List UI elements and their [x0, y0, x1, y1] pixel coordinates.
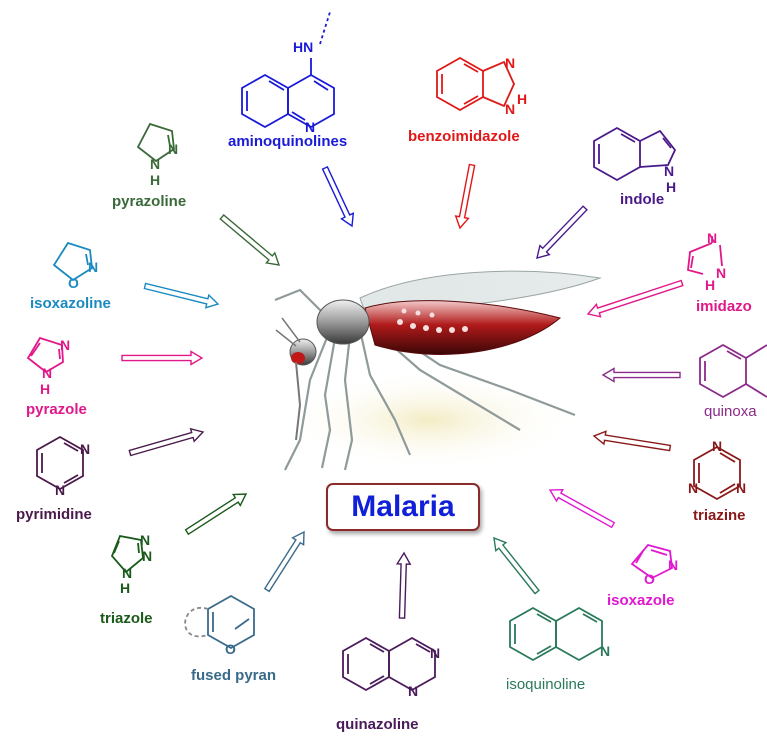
label-isoxazole: isoxazole — [607, 592, 675, 609]
mosquito-eye — [291, 352, 305, 364]
atom-label: N — [142, 548, 152, 564]
atom-label: N — [80, 441, 90, 457]
arrow-pyrimidine — [128, 427, 205, 457]
pyrazole-structure — [26, 336, 64, 374]
label-fused-pyran: fused pyran — [191, 667, 277, 684]
atom-label: H — [150, 172, 160, 188]
atom-label: N — [600, 643, 610, 659]
benzoimidazole-structure — [436, 56, 515, 112]
atom-label: HN — [293, 39, 313, 55]
triazole-structure — [110, 534, 144, 574]
arrow-imidazole — [586, 279, 684, 318]
atom-label: N — [88, 259, 98, 275]
mosquito-shadow — [280, 370, 580, 470]
atom-label: N — [505, 55, 515, 71]
arrow-triazole — [184, 493, 248, 536]
atom-label: H — [120, 580, 130, 596]
triazine-structure — [693, 445, 741, 501]
label-indole: indole — [620, 191, 665, 208]
atom-label: N — [712, 438, 722, 454]
label-quinazoline: quinazoline — [336, 716, 419, 733]
mosquito-legs — [274, 288, 576, 471]
aminoquinolines-structure — [241, 11, 335, 129]
label-aminoquinolines: aminoquinolines — [228, 133, 348, 150]
atom-label: N — [707, 230, 717, 246]
atom-label: H — [705, 277, 715, 293]
atom-label: O — [644, 571, 655, 587]
atom-label: N — [42, 365, 52, 381]
atom-label: N — [60, 337, 70, 353]
mosquito-antenna — [281, 317, 301, 343]
atom-label: H — [666, 179, 676, 195]
label-pyrazoline: pyrazoline — [112, 193, 187, 210]
arrow-pyrazoline — [219, 214, 281, 266]
atom-label: N — [122, 565, 132, 581]
label-benzoimidazole: benzoimidazole — [408, 128, 520, 145]
arrows-group — [121, 163, 684, 619]
atom-label: O — [225, 641, 236, 657]
mosquito-proboscis — [295, 361, 302, 441]
label-pyrimidine: pyrimidine — [16, 506, 92, 523]
atom-label: O — [68, 275, 79, 291]
atom-label: N — [505, 101, 515, 117]
label-triazole: triazole — [100, 610, 153, 627]
arrow-aminoquinolines — [321, 165, 355, 228]
atom-label: H — [40, 381, 50, 397]
pyrimidine-structure — [36, 435, 84, 491]
arrow-pyrazole — [121, 350, 204, 366]
pyrazoline-structure — [136, 122, 175, 163]
atom-label: N — [305, 119, 315, 135]
arrow-quinoxaline — [601, 367, 681, 383]
imidazole-structure — [687, 236, 723, 275]
arrow-quinazoline — [395, 551, 412, 619]
atom-label: N — [55, 482, 65, 498]
malaria-title: Malaria — [351, 490, 455, 523]
arrow-isoxazole — [548, 488, 616, 529]
isoxazoline-structure — [52, 241, 93, 282]
arrow-benzoimidazole — [454, 163, 476, 230]
label-pyrazole: pyrazole — [26, 401, 87, 418]
quinoxaline-structure — [699, 343, 767, 399]
atom-label: N — [716, 265, 726, 281]
fused-pyran-structure — [184, 594, 255, 650]
arrow-fused-pyran — [263, 530, 305, 593]
atom-label: N — [664, 163, 674, 179]
label-isoquinoline: isoquinoline — [506, 676, 586, 693]
label-triazine: triazine — [693, 507, 746, 524]
atom-label: N — [736, 480, 746, 496]
atom-label: N — [430, 645, 440, 661]
label-isoxazoline: isoxazoline — [30, 295, 111, 312]
atom-label: N — [168, 141, 178, 157]
arrow-triazine — [592, 430, 672, 452]
mosquito-thorax — [316, 299, 370, 345]
arrow-isoxazoline — [143, 282, 220, 309]
atom-label: N — [150, 156, 160, 172]
atom-label: H — [517, 91, 527, 107]
mosquito-illustration — [274, 270, 602, 471]
label-quinoxaline: quinoxa — [704, 403, 757, 420]
atom-label: N — [408, 683, 418, 699]
label-imidazole: imidazo — [696, 298, 752, 315]
mosquito-antenna — [275, 329, 297, 347]
indole-structure — [593, 126, 677, 182]
malaria-title-box: Malaria — [326, 483, 480, 531]
isoquinoline-structure — [509, 606, 603, 662]
atom-label: N — [140, 532, 150, 548]
quinazoline-structure — [342, 636, 436, 692]
atom-label: N — [668, 557, 678, 573]
arrow-indole — [536, 205, 588, 259]
isoxazole-structure — [630, 543, 673, 580]
abdomen-dots — [397, 308, 468, 333]
arrow-isoquinoline — [493, 536, 540, 595]
atom-label: N — [688, 480, 698, 496]
